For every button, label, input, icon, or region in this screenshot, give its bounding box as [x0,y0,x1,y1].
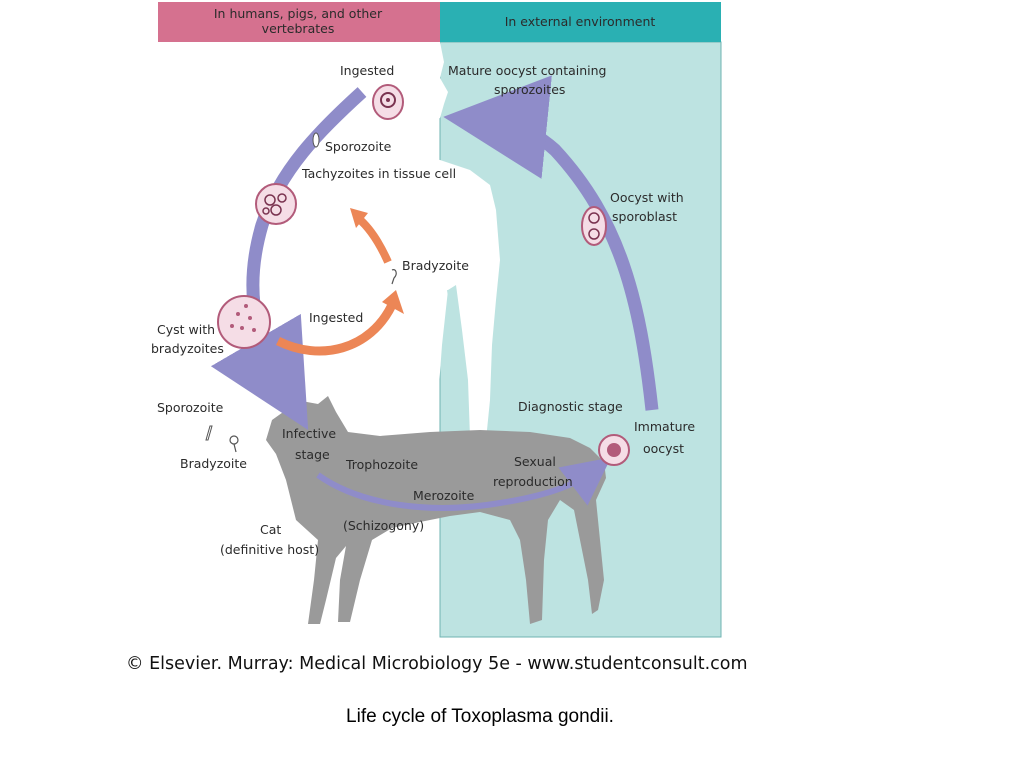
bradyzoite-cat-icon [229,435,239,453]
oocyst-sporoblast-icon [581,206,607,246]
label-ingested-top: Ingested [340,63,395,78]
label-oocyst-sporoblast-1: Oocyst with [610,190,684,205]
label-bradyzoite-human: Bradyzoite [402,258,469,273]
bradyzoite-arrow [275,302,397,356]
label-bradyzoite-cat: Bradyzoite [180,456,247,471]
sporozoite-small-icon [312,132,320,148]
label-ingested-mid: Ingested [309,310,364,325]
label-sporozoite-cat: Sporozoite [157,400,224,415]
label-merozoite: Merozoite [413,488,475,503]
figure-caption: Life cycle of Toxoplasma gondii. [346,706,614,727]
label-trophozoite: Trophozoite [346,457,419,472]
label-sexual-1: Sexual [514,454,556,469]
label-sporozoite-human: Sporozoite [325,139,392,154]
oocyst-return-arrow [443,75,659,411]
label-cyst-1: Cyst with [157,322,216,337]
sporozoite-cat-icon [205,425,213,441]
label-diagnostic-stage: Diagnostic stage [518,399,623,414]
tachyzoite-arrowhead [350,208,368,228]
label-mature-oocyst-1: Mature oocyst containing [448,63,607,78]
mature-oocyst-icon [372,84,404,120]
bradyzoite-arrowhead [382,290,404,314]
label-cat-1: Cat [260,522,282,537]
bradyzoite-cyst-icon [217,295,271,349]
label-mature-oocyst-2: sporozoites [494,82,566,97]
header-left-text: In humans, pigs, and other vertebrates [213,6,383,36]
label-infective-1: Infective [282,426,337,441]
tachyzoites-cell-icon [255,183,297,225]
header-right-text: In external environment [504,14,656,29]
label-infective-2: stage [295,447,330,462]
label-sexual-2: reproduction [493,474,573,489]
label-cyst-2: bradyzoites [151,341,224,356]
label-immature-2: oocyst [643,441,684,456]
cat-cycle-arrow [316,457,612,511]
immature-oocyst-icon [598,434,630,466]
copyright-credit: © Elsevier. Murray: Medical Microbiology… [126,654,748,674]
label-cat-2: (definitive host) [220,542,320,557]
label-oocyst-sporoblast-2: sporoblast [612,209,678,224]
header-humans [158,2,440,42]
bradyzoite-small-icon [391,269,397,285]
label-immature-1: Immature [634,419,696,434]
label-schizogony: (Schizogony) [343,518,425,533]
header-environment [440,2,721,42]
label-tachyzoites: Tachyzoites in tissue cell [302,166,457,181]
